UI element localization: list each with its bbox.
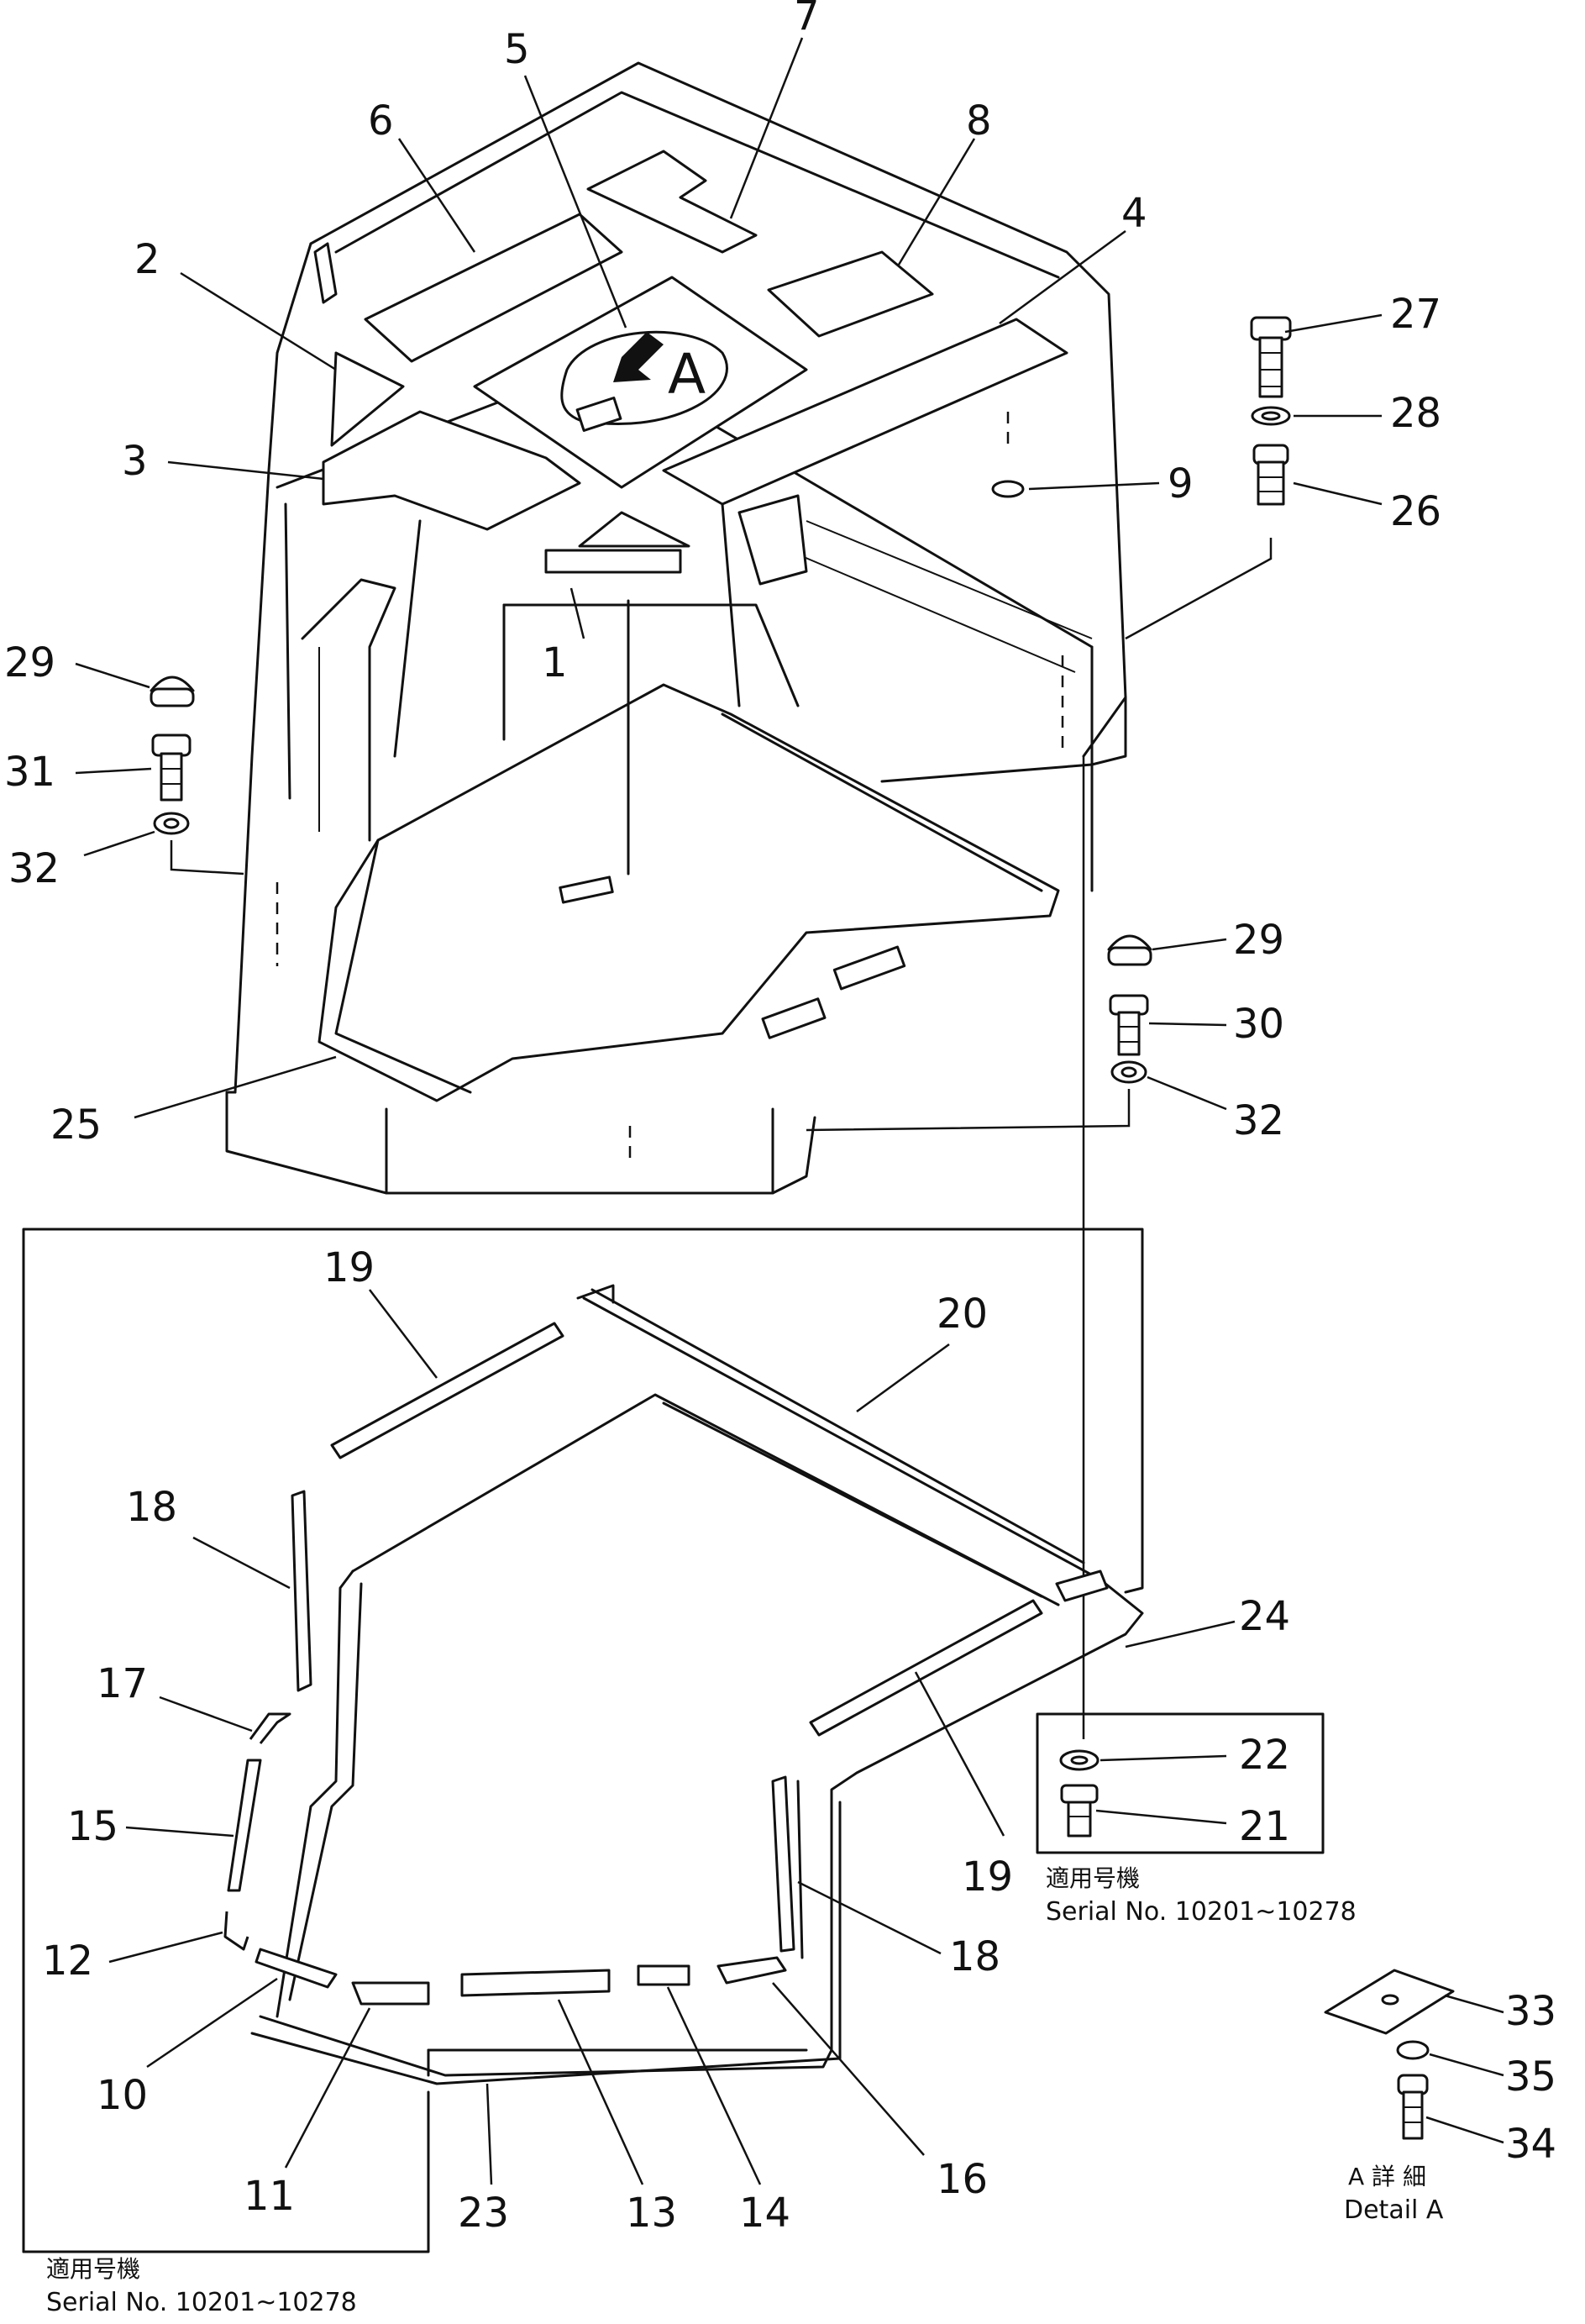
seal-frames xyxy=(223,1284,1144,2085)
applicable-note-bottom-jp: 適用号機 xyxy=(46,2255,140,2283)
label-1: 1 xyxy=(542,639,568,686)
label-33: 33 xyxy=(1505,1988,1556,2035)
label-16: 16 xyxy=(937,2156,988,2203)
right-lower-bolt-stack xyxy=(806,934,1152,1132)
label-2: 2 xyxy=(134,236,160,283)
label-13: 13 xyxy=(626,2190,677,2237)
label-19-lower: 19 xyxy=(962,1853,1013,1901)
roof-panels xyxy=(313,150,1068,586)
label-10: 10 xyxy=(97,2072,148,2119)
cab-frame xyxy=(225,61,1127,1195)
detail-arrow-icon xyxy=(613,332,664,382)
label-31: 31 xyxy=(4,749,55,796)
label-18-left: 18 xyxy=(126,1484,177,1531)
label-22: 22 xyxy=(1239,1732,1290,1779)
detail-marker: A xyxy=(668,342,706,407)
label-29-right: 29 xyxy=(1233,917,1284,964)
leader-lines xyxy=(75,37,1504,2185)
label-6: 6 xyxy=(368,97,394,145)
label-23: 23 xyxy=(458,2190,509,2237)
label-5: 5 xyxy=(504,26,530,73)
label-20: 20 xyxy=(937,1291,988,1338)
left-bolt-stack xyxy=(150,676,244,875)
floor-mat xyxy=(318,599,1060,1102)
label-8: 8 xyxy=(966,97,992,145)
detail-a-caption-jp: A 詳 細 xyxy=(1348,2163,1426,2190)
label-28: 28 xyxy=(1390,390,1441,437)
label-12: 12 xyxy=(42,1938,93,1985)
label-11: 11 xyxy=(244,2173,295,2220)
label-14: 14 xyxy=(739,2190,790,2237)
serial-note-right: Serial No. 10201~10278 xyxy=(1046,1897,1357,1927)
label-35: 35 xyxy=(1505,2053,1556,2101)
applicable-note-right-jp: 適用号機 xyxy=(1046,1864,1140,1892)
detail-a-caption: Detail A xyxy=(1344,2195,1444,2225)
label-7: 7 xyxy=(794,0,820,39)
label-29-left: 29 xyxy=(4,639,55,686)
label-32-left: 32 xyxy=(8,845,60,892)
label-18-right: 18 xyxy=(949,1933,1000,1980)
serial-note-bottom: Serial No. 10201~10278 xyxy=(46,2288,357,2317)
label-21: 21 xyxy=(1239,1803,1290,1850)
washer-9 xyxy=(991,480,1025,498)
seal-kit-box xyxy=(22,1228,1144,2253)
label-26: 26 xyxy=(1390,488,1441,535)
label-3: 3 xyxy=(122,438,148,485)
label-32-right: 32 xyxy=(1233,1097,1284,1144)
label-17: 17 xyxy=(97,1660,148,1707)
right-bolt-stack xyxy=(1125,316,1292,640)
detail-a-parts xyxy=(1324,1969,1455,2140)
label-24: 24 xyxy=(1239,1593,1290,1640)
label-15: 15 xyxy=(67,1803,118,1850)
label-25: 25 xyxy=(50,1102,102,1149)
label-9: 9 xyxy=(1168,460,1194,507)
label-4: 4 xyxy=(1121,190,1147,237)
detail-serial-box xyxy=(1036,1712,1325,1854)
part-number-labels: 1 2 3 4 5 6 7 8 9 10 11 12 13 14 15 16 1… xyxy=(4,0,1556,2237)
label-30: 30 xyxy=(1233,1001,1284,1048)
label-34: 34 xyxy=(1505,2121,1556,2168)
label-27: 27 xyxy=(1390,291,1441,338)
label-19-top: 19 xyxy=(323,1244,375,1291)
